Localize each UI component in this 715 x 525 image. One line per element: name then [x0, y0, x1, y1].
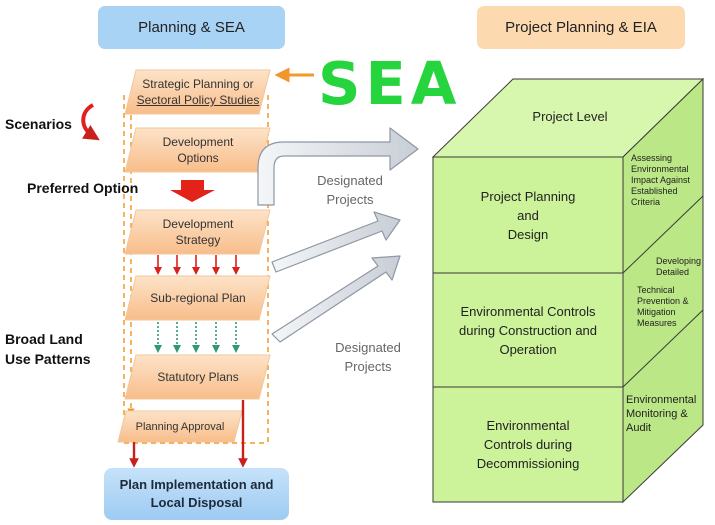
subregional-plan-step: Sub-regional Plan: [150, 291, 246, 305]
strategy-to-subregional-arrows: [154, 255, 240, 275]
planning-sea-header-label: Planning & SEA: [138, 19, 245, 36]
planning-approval-step: Planning Approval: [135, 420, 225, 433]
broad-land-use-label: Broad Land Use Patterns: [5, 331, 91, 367]
statutory-plans-step: Statutory Plans: [157, 370, 239, 384]
implementation-arrows: [129, 400, 248, 468]
project-planning-eia-header: Project Planning & EIA: [477, 6, 685, 49]
cube-top-label: Project Level: [532, 108, 608, 124]
scenarios-label: Scenarios: [5, 116, 72, 132]
plan-implementation-box-shape: [104, 468, 289, 520]
designated-project-arrows: [257, 127, 419, 343]
project-planning-eia-header-label: Project Planning & EIA: [505, 19, 657, 36]
scenarios-curved-arrow: [81, 103, 100, 141]
preferred-option-label: Preferred Option: [27, 180, 139, 196]
preferred-option-arrow: [170, 180, 215, 202]
subregional-to-statutory-arrows: [154, 322, 240, 353]
sea-label: SEA: [318, 49, 462, 118]
planning-sea-header: Planning & SEA: [98, 6, 285, 49]
project-level-cube: [431, 77, 705, 504]
